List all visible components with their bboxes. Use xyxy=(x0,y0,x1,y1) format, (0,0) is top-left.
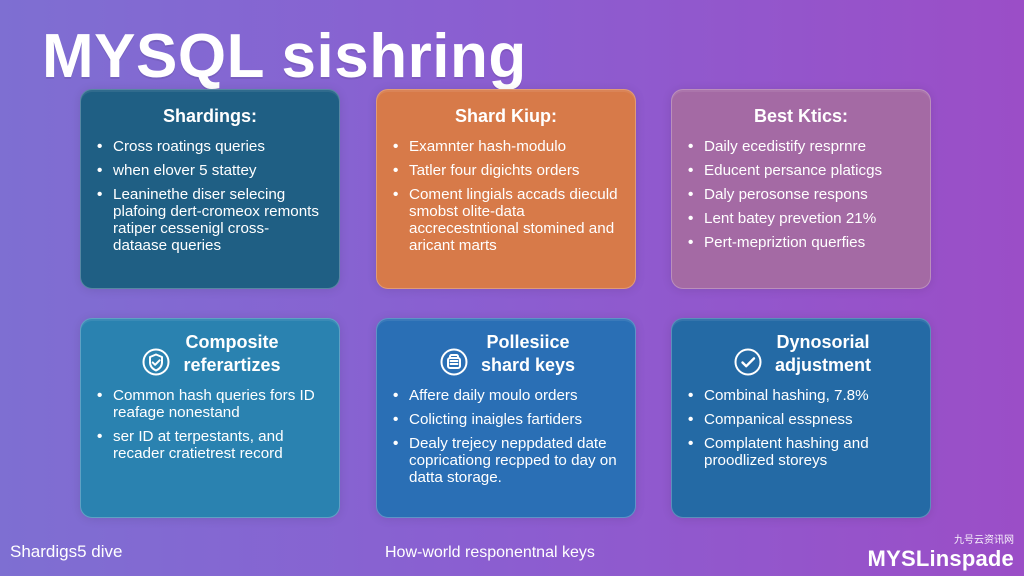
card-bullet: Daily ecedistify resprnre xyxy=(688,138,914,155)
watermark-small-text: 九号云资讯网 xyxy=(954,535,1014,546)
shield-check-icon xyxy=(139,345,173,379)
card-bullet: ser ID at terpestants, and recader crati… xyxy=(97,428,323,462)
card-bullet: Complatent hashing and proodlized storey… xyxy=(688,435,914,469)
card-bullet: Cross roatings queries xyxy=(97,138,323,155)
card-title: Shardings: xyxy=(162,106,257,126)
card-bullet: Educent persance platicgs xyxy=(688,162,914,179)
card-bullet: Colicting inaigles fartiders xyxy=(393,411,619,428)
card-bullets: Combinal hashing, 7.8% Companical esspne… xyxy=(688,387,914,469)
card-title-line: Dynosorial xyxy=(776,332,870,352)
card-bullets: Common hash queries fors ID reafage none… xyxy=(97,387,323,462)
footer-left-text: Shardigs5 dive xyxy=(10,542,123,561)
card-bullets: Examnter hash-modulo Tatler four digicht… xyxy=(393,138,619,254)
card-bullet: when elover 5 stattey xyxy=(97,162,323,179)
card-bullet: Tatler four digichts orders xyxy=(393,162,619,179)
footer-center-text: How-world responentnal keys xyxy=(385,544,595,561)
card-bullet: Companical esspness xyxy=(688,411,914,428)
card-title-line: adjustment xyxy=(774,354,871,375)
card-title-line: Pollesiice xyxy=(486,332,570,352)
card-bullet: Daly perosonse respons xyxy=(688,186,914,203)
database-sign-icon xyxy=(437,345,471,379)
card-pollesiice-shard-keys: Pollesiice shard keys Affere daily moulo… xyxy=(376,318,636,518)
card-shard-kiup: Shard Kiup: Examnter hash-modulo Tatler … xyxy=(376,89,636,289)
card-title: Best Ktics: xyxy=(753,106,849,126)
card-title: Composite referartizes xyxy=(183,331,280,376)
card-bullet: Pert-mepriztion querfies xyxy=(688,234,914,251)
watermark-main-text: MYSLinspade xyxy=(867,546,1014,571)
card-bullet: Lent batey prevetion 21% xyxy=(688,210,914,227)
card-head: Pollesiice shard keys xyxy=(393,331,619,379)
card-bullet: Common hash queries fors ID reafage none… xyxy=(97,387,323,421)
card-shardings: Shardings: Cross roatings queries when e… xyxy=(80,89,340,289)
card-title-line: Composite xyxy=(185,332,279,352)
card-title: Dynosorial adjustment xyxy=(775,331,871,376)
card-title-line: shard keys xyxy=(480,354,576,375)
card-dynosorial-adjustment: Dynosorial adjustment Combinal hashing, … xyxy=(671,318,931,518)
card-bullet: Dealy trejecy neppdated date coprication… xyxy=(393,435,619,486)
check-circle-icon xyxy=(731,345,765,379)
card-composite-referartizes: Composite referartizes Common hash queri… xyxy=(80,318,340,518)
card-bullet: Combinal hashing, 7.8% xyxy=(688,387,914,404)
card-bullet: Examnter hash-modulo xyxy=(393,138,619,155)
card-bullets: Affere daily moulo orders Colicting inai… xyxy=(393,387,619,486)
card-title-line: referartizes xyxy=(183,354,281,375)
card-bullets: Cross roatings queries when elover 5 sta… xyxy=(97,138,323,254)
card-bullet: Coment lingials accads dieculd smobst ol… xyxy=(393,186,619,254)
watermark: 九号云资讯网 MYSLinspade xyxy=(868,536,1014,570)
card-bullet: Leaninethe diser selecing plafoing dert-… xyxy=(97,186,323,254)
card-head: Dynosorial adjustment xyxy=(688,331,914,379)
card-bullets: Daily ecedistify resprnre Educent persan… xyxy=(688,138,914,251)
card-bullet: Affere daily moulo orders xyxy=(393,387,619,404)
card-title: Pollesiice shard keys xyxy=(481,331,575,376)
card-best-ktics: Best Ktics: Daily ecedistify resprnre Ed… xyxy=(671,89,931,289)
page-title: MYSQL sishring xyxy=(42,22,527,91)
card-title: Shard Kiup: xyxy=(455,106,557,126)
card-head: Composite referartizes xyxy=(97,331,323,379)
